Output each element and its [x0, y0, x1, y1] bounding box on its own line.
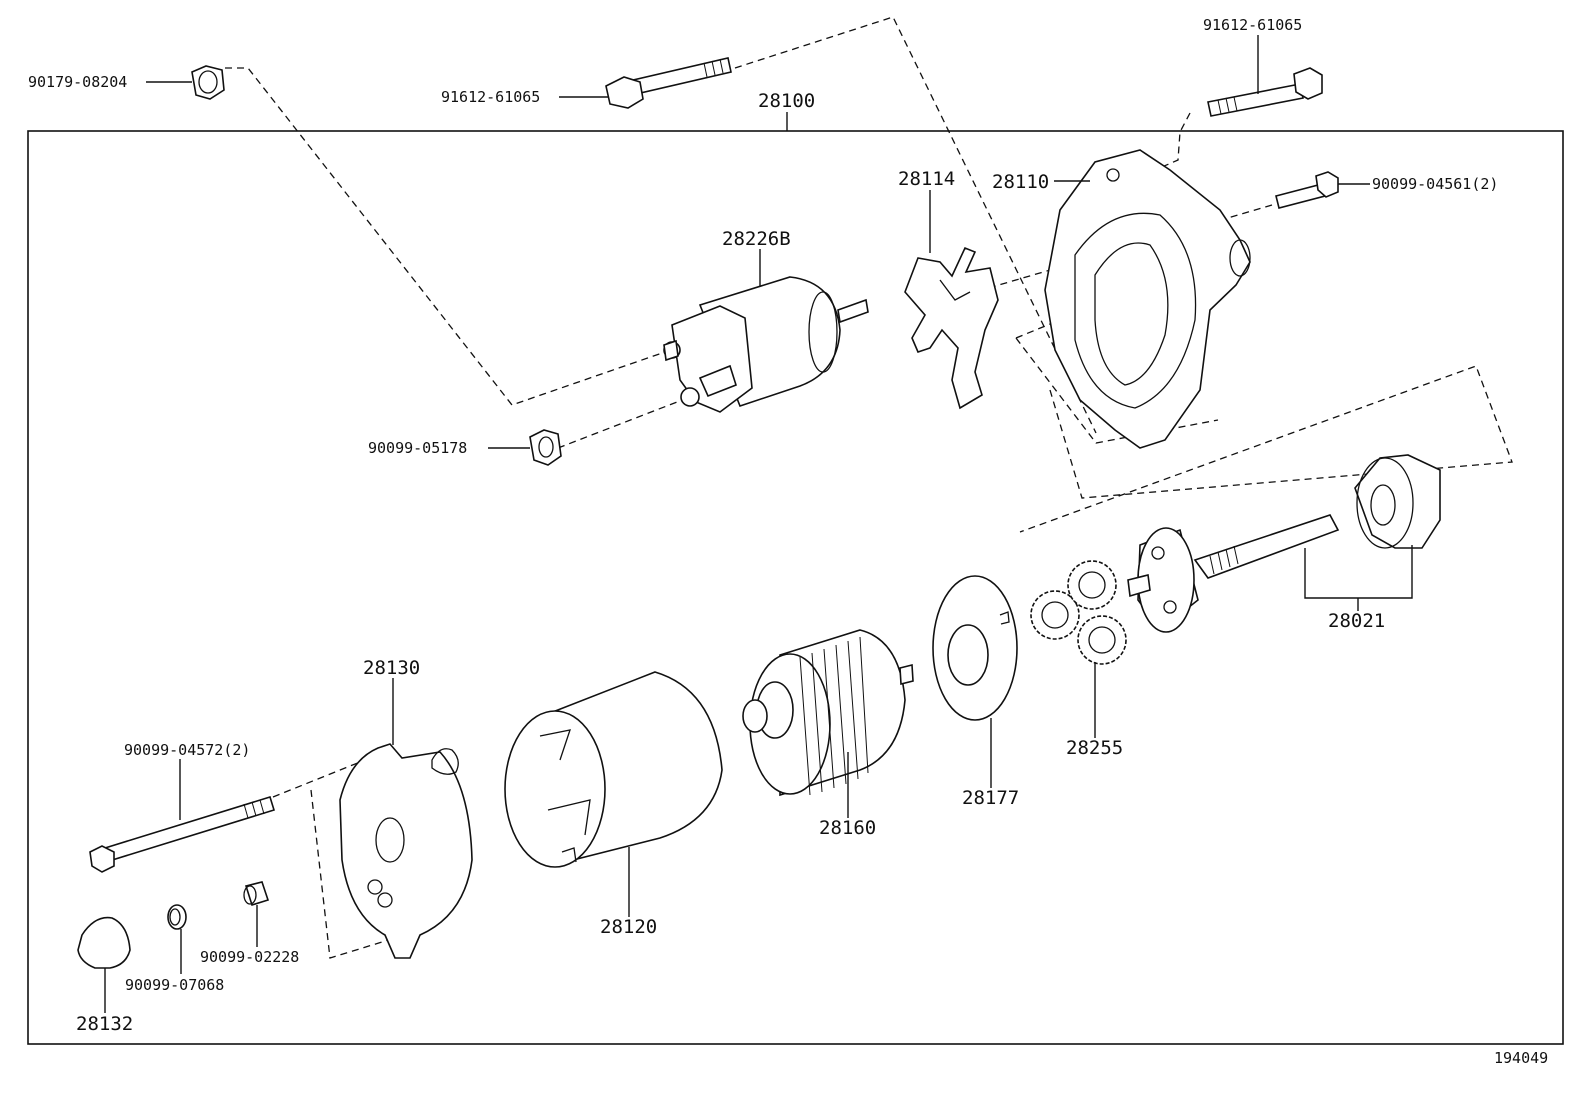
label-91612-61065-right: 91612-61065	[1203, 16, 1302, 34]
thrust-plate-28177	[932, 575, 1018, 721]
label-90099-04561: 90099-04561(2)	[1372, 175, 1498, 193]
label-90099-05178: 90099-05178	[368, 439, 467, 457]
label-91612-61065-center: 91612-61065	[441, 88, 540, 106]
nut-90099-05178	[529, 429, 562, 466]
planetary-gears-28255	[1030, 560, 1127, 665]
cap-28132	[77, 916, 131, 969]
label-90099-04572: 90099-04572(2)	[124, 741, 250, 759]
bolt-90099-04561	[1275, 171, 1339, 209]
ring-90099-07068	[167, 904, 187, 930]
bolt-91612-61065-top-center	[605, 57, 732, 109]
label-90099-07068: 90099-07068	[125, 976, 224, 994]
pinion-gear-28021	[1354, 454, 1441, 549]
nut-90179-08204	[191, 65, 225, 100]
yoke-28120	[504, 671, 723, 868]
label-28100: 28100	[758, 90, 815, 112]
bushing-90099-02228	[243, 881, 270, 907]
label-28120: 28120	[600, 916, 657, 938]
label-28114: 28114	[898, 168, 955, 190]
label-28130: 28130	[363, 657, 420, 679]
diagram-id: 194049	[1494, 1049, 1548, 1067]
label-90179-08204: 90179-08204	[28, 73, 127, 91]
magnetic-switch-28226b	[663, 276, 869, 413]
drive-housing-28110	[1044, 149, 1251, 449]
label-28226b: 28226B	[722, 228, 791, 250]
through-bolt-90099-04572	[89, 795, 275, 873]
label-28021: 28021	[1328, 610, 1385, 632]
clutch-shaft-28021	[1127, 514, 1340, 633]
armature-28160	[742, 629, 914, 797]
assembly-frame	[27, 130, 1564, 1045]
label-90099-02228: 90099-02228	[200, 948, 299, 966]
label-28110: 28110	[992, 171, 1049, 193]
drive-lever-28114	[904, 246, 999, 410]
end-frame-28130	[339, 743, 473, 959]
leader-lines	[104, 35, 1413, 1013]
label-28132: 28132	[76, 1013, 133, 1035]
label-28160: 28160	[819, 817, 876, 839]
label-28255: 28255	[1066, 737, 1123, 759]
bolt-91612-61065-top-right	[1207, 67, 1323, 117]
label-28177: 28177	[962, 787, 1019, 809]
